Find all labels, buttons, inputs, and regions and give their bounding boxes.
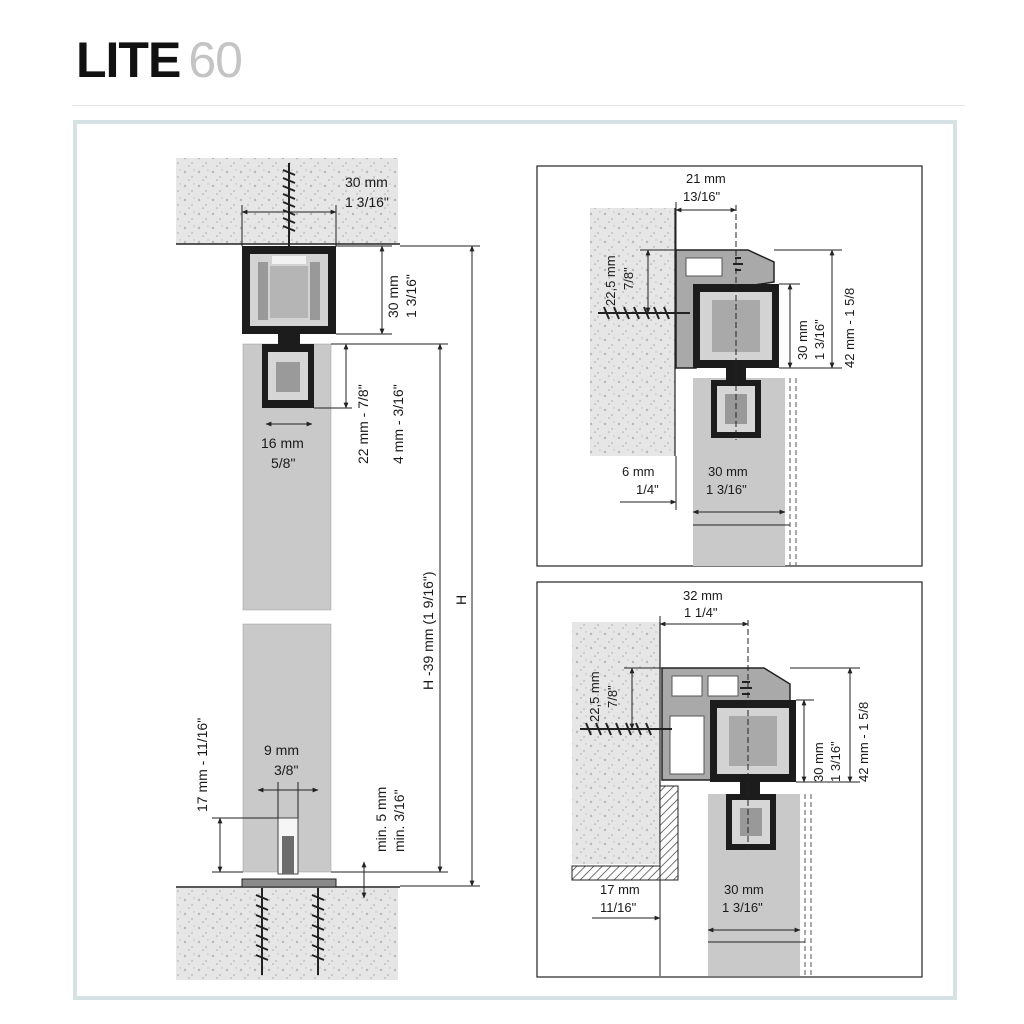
box-door-mm: 30 mm	[724, 882, 764, 897]
wall-bracket-in: 7/8"	[621, 267, 636, 290]
top-width-in: 1 3/16"	[345, 194, 389, 210]
gap2-dimension: 4 mm - 3/16"	[390, 384, 406, 464]
box-bracket-in: 7/8"	[605, 685, 620, 708]
wall-width-mm: 21 mm	[686, 171, 726, 186]
hanger	[262, 330, 314, 408]
wall-door-in: 1 3/16"	[706, 482, 747, 497]
box-total-height: 42 mm - 1 5/8	[856, 702, 871, 782]
wall-dimension-lines	[620, 202, 842, 526]
box-panel-hatch	[659, 785, 679, 881]
door-height-label: H -39 mm (1 9/16")	[420, 571, 436, 690]
wall-mount-detail: 21 mm 13/16" 22,5 mm 7/8" 30 mm 1 3/16" …	[536, 165, 923, 567]
wall-total-height: 42 mm - 1 5/8	[842, 288, 857, 368]
wall-offset-in: 1/4"	[636, 482, 659, 497]
total-height-label: H	[453, 595, 469, 605]
box-offset-in: 11/16"	[600, 900, 637, 915]
box-track-mm: 30 mm	[811, 742, 826, 782]
model-number: 60	[188, 32, 243, 88]
wall-offset-mm: 6 mm	[622, 464, 655, 479]
box-width-mm: 32 mm	[683, 588, 723, 603]
groove-depth-label: 17 mm - 11/16"	[194, 718, 210, 812]
track-height-mm: 30 mm	[385, 275, 401, 318]
box-concrete	[572, 622, 660, 864]
box-bracket-mm: 22,5 mm	[587, 671, 602, 722]
box-dimension-lines	[592, 616, 860, 976]
hanger-width-in: 5/8"	[271, 455, 295, 471]
floor-screws	[255, 888, 325, 975]
box-track	[710, 700, 796, 782]
top-track	[242, 246, 336, 334]
top-width-mm: 30 mm	[345, 174, 388, 190]
box-offset-mm: 17 mm	[600, 882, 640, 897]
box-screw	[580, 681, 752, 736]
wall-bracket-mm: 22,5 mm	[603, 255, 618, 306]
floor-gap-mm: min. 5 mm	[373, 787, 389, 852]
floor-concrete	[176, 888, 398, 980]
floor-guide	[241, 817, 337, 888]
wall-door-mm: 30 mm	[708, 464, 748, 479]
box-width-in: 1 1/4"	[684, 605, 718, 620]
dimension-lines	[212, 205, 480, 899]
wall-width-in: 13/16"	[683, 189, 721, 204]
box-hanger	[726, 780, 776, 850]
gap-dimension: 22 mm - 7/8"	[355, 384, 371, 464]
wall-concrete	[590, 208, 675, 456]
title-divider	[72, 105, 965, 106]
brand-name: LITE	[76, 32, 181, 88]
main-elevation: 30 mm 1 3/16" 30 mm 1 3/16" 22 mm - 7/8"…	[176, 158, 480, 980]
box-door-in: 1 3/16"	[722, 900, 763, 915]
guide-width-mm: 9 mm	[264, 742, 299, 758]
floor-gap-in: min. 3/16"	[391, 789, 407, 852]
wall-track-in: 1 3/16"	[812, 319, 827, 360]
hanger-width-mm: 16 mm	[261, 435, 304, 451]
box-bracket	[661, 667, 791, 781]
box-track-in: 1 3/16"	[828, 741, 843, 782]
wall-track-mm: 30 mm	[795, 320, 810, 360]
guide-width-in: 3/8"	[274, 762, 298, 778]
ceiling-mount-detail: 32 mm 1 1/4" 22,5 mm 7/8" 30 mm 1 3/16" …	[536, 581, 923, 978]
track-height-in: 1 3/16"	[403, 274, 419, 318]
ceiling-hatch	[571, 865, 661, 881]
